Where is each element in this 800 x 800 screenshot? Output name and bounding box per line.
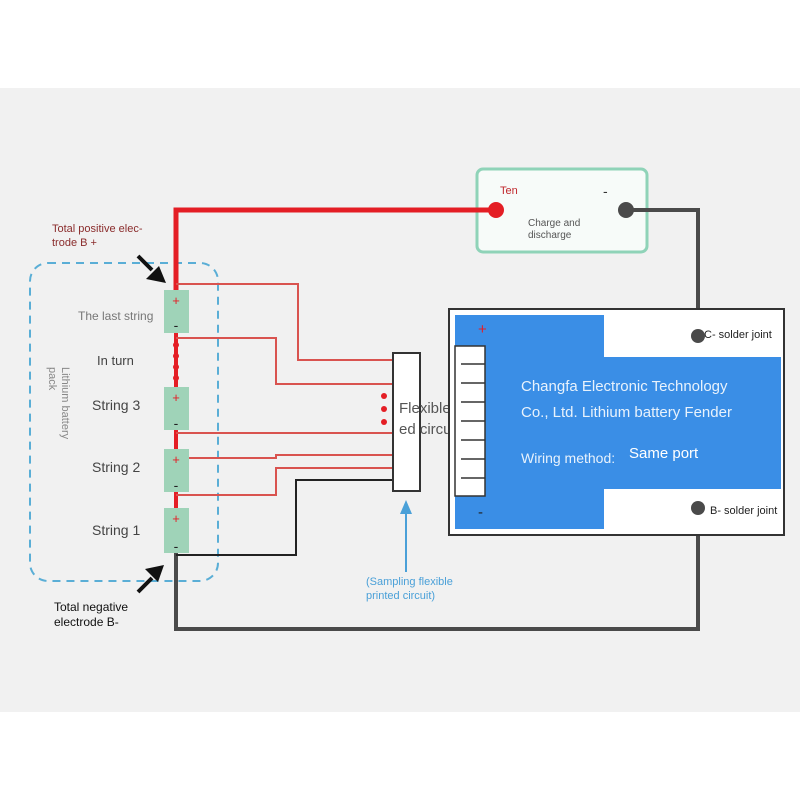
- label-pack-line2: pack: [46, 367, 58, 391]
- load-positive-terminal: [488, 202, 504, 218]
- label-sampling-line1: (Sampling flexible: [366, 576, 453, 588]
- cell-plus: +: [172, 452, 180, 467]
- board-plus: +: [478, 321, 487, 338]
- board-pcb: [455, 315, 781, 529]
- c-minus-wire: [626, 208, 700, 336]
- cell-minus: -: [174, 538, 179, 554]
- cell-minus: -: [174, 415, 179, 431]
- board-connector: [454, 345, 486, 497]
- sense-wire: [176, 454, 392, 459]
- label-sampling-line2: printed circuit): [366, 590, 435, 602]
- label-b-solder-joint: B- solder joint: [710, 505, 777, 517]
- wiring-method-value: Same port: [629, 445, 699, 462]
- label-load-minus: -: [603, 183, 608, 199]
- label-pack-line1: Lithium battery: [59, 367, 71, 440]
- label-load-plus: Ten: [500, 185, 518, 197]
- cell-last-string: + -: [164, 290, 189, 333]
- cell-minus: -: [174, 317, 179, 333]
- c-solder-joint: [691, 329, 705, 343]
- label-total-negative-line1: Total negative: [54, 600, 128, 614]
- label-total-positive-line2: trode B +: [52, 237, 97, 249]
- label-string-1: String 1: [92, 522, 140, 538]
- cell-plus: +: [172, 511, 180, 526]
- label-load-desc-line1: Charge and: [528, 218, 580, 229]
- label-in-turn: In turn: [97, 353, 134, 368]
- load-negative-terminal: [618, 202, 634, 218]
- label-total-negative-line2: electrode B-: [54, 615, 119, 629]
- cell-string-1: + -: [164, 508, 189, 554]
- wiring-method-label: Wiring method:: [521, 450, 615, 466]
- arrow-total-negative-icon: [136, 565, 164, 594]
- label-string-3: String 3: [92, 397, 140, 413]
- board-title-line2: Co., Ltd. Lithium battery Fender: [521, 404, 732, 421]
- protection-board: + - Changfa Electronic Technology Co., L…: [448, 308, 785, 536]
- board-minus: -: [478, 504, 483, 521]
- label-last-string: The last string: [78, 309, 153, 323]
- sense-wire-negative: [176, 479, 392, 556]
- cell-minus: -: [174, 477, 179, 493]
- board-title-line1: Changfa Electronic Technology: [521, 378, 728, 395]
- sense-wires: [176, 283, 392, 556]
- arrow-total-positive-icon: [136, 254, 166, 283]
- sense-wire: [176, 467, 392, 496]
- cell-plus: +: [172, 293, 180, 308]
- in-turn-dots: [173, 342, 179, 381]
- flexible-circuit-connector: [392, 352, 421, 492]
- sense-wire: [176, 283, 392, 361]
- label-load-desc-line2: discharge: [528, 230, 572, 241]
- b-solder-joint: [691, 501, 705, 515]
- label-pack: Lithium battery pack: [46, 367, 71, 440]
- label-total-positive-line1: Total positive elec-: [52, 223, 143, 235]
- label-string-2: String 2: [92, 459, 140, 475]
- sense-wire: [176, 337, 392, 385]
- positive-wire: [173, 207, 496, 290]
- battery-pack-outline: [29, 262, 219, 582]
- flex-dots: [381, 393, 387, 425]
- cell-string-3: + -: [164, 387, 189, 431]
- label-c-solder-joint: C- solder joint: [704, 329, 772, 341]
- cell-plus: +: [172, 390, 180, 405]
- b-minus-wire: [174, 508, 700, 631]
- label-flex-line2: ed circuit: [399, 421, 460, 438]
- arrow-sampling-icon: [400, 500, 412, 572]
- cell-string-2: + -: [164, 449, 189, 493]
